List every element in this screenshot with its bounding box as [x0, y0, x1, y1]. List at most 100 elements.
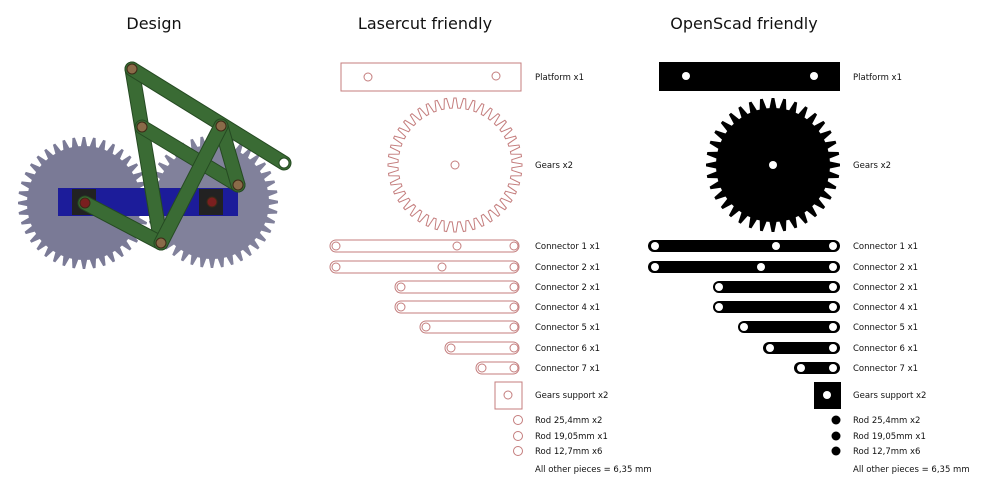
lasercut-connector-6: [444, 341, 520, 355]
hole: [715, 283, 723, 291]
hole: [772, 242, 780, 250]
openscad-label-platform: Platform x1: [853, 73, 902, 83]
openscad-connector-6: [763, 342, 840, 354]
hole: [810, 72, 818, 80]
hole: [829, 323, 837, 331]
openscad-footnote: All other pieces = 6,35 mm: [853, 465, 970, 475]
lasercut-label-connector-1: Connector 1 x1: [535, 242, 600, 252]
hole: [829, 283, 837, 291]
hole: [829, 263, 837, 271]
lasercut-connector-5: [419, 320, 520, 334]
openscad-rod-12: [831, 446, 841, 456]
openscad-label-rod-25: Rod 25,4mm x2: [853, 416, 920, 426]
hole: [331, 262, 341, 272]
hole: [491, 71, 501, 81]
hole: [769, 161, 777, 169]
pivot: [232, 179, 244, 191]
hole: [452, 241, 462, 251]
lasercut-label-connector-2b: Connector 2 x1: [535, 283, 600, 293]
openscad-label-connector-4: Connector 4 x1: [853, 303, 918, 313]
lasercut-label-gears: Gears x2: [535, 161, 573, 171]
hole: [829, 303, 837, 311]
lasercut-rod-25: [513, 415, 523, 425]
hole: [766, 344, 774, 352]
design-pivots: [79, 63, 290, 249]
lasercut-connector-2b: [394, 280, 520, 294]
hole: [363, 72, 373, 82]
pivot: [155, 237, 167, 249]
lasercut-rod-19: [513, 431, 523, 441]
lasercut-label-gears-support: Gears support x2: [535, 391, 608, 401]
openscad-rod-19: [831, 431, 841, 441]
lasercut-parts: [329, 62, 523, 456]
lasercut-gear: [387, 97, 523, 233]
lasercut-label-connector-6: Connector 6 x1: [535, 344, 600, 354]
lasercut-connector-1: [329, 239, 520, 253]
openscad-connector-2b: [713, 281, 840, 293]
openscad-connector-5: [738, 321, 840, 333]
lasercut-title: Lasercut friendly: [358, 14, 492, 33]
hole: [651, 242, 659, 250]
hole: [797, 364, 805, 372]
openscad-label-gears-support: Gears support x2: [853, 391, 926, 401]
lasercut-label-rod-19: Rod 19,05mm x1: [535, 432, 608, 442]
lasercut-gears-support: [494, 381, 523, 410]
lasercut-footnote: All other pieces = 6,35 mm: [535, 465, 652, 475]
openscad-title: OpenScad friendly: [670, 14, 817, 33]
hole: [682, 72, 690, 80]
hole: [450, 160, 460, 170]
lasercut-label-rod-12: Rod 12,7mm x6: [535, 447, 602, 457]
hole: [509, 302, 519, 312]
openscad-connector-1: [648, 240, 840, 252]
openscad-label-connector-2: Connector 2 x1: [853, 263, 918, 273]
openscad-label-rod-12: Rod 12,7mm x6: [853, 447, 920, 457]
hole: [421, 322, 431, 332]
openscad-parts: [648, 62, 841, 456]
hole: [509, 363, 519, 373]
openscad-label-gears: Gears x2: [853, 161, 891, 171]
hole: [437, 262, 447, 272]
hole: [396, 282, 406, 292]
pivot-axle: [79, 197, 91, 209]
hole: [446, 343, 456, 353]
openscad-connector-4: [713, 301, 840, 313]
lasercut-label-platform: Platform x1: [535, 73, 584, 83]
openscad-label-rod-19: Rod 19,05mm x1: [853, 432, 926, 442]
pivot-axle: [206, 196, 218, 208]
lasercut-connector-4: [394, 300, 520, 314]
lasercut-platform: [340, 62, 522, 92]
lasercut-connector-7: [475, 361, 520, 375]
openscad-connector-7: [794, 362, 840, 374]
design-title: Design: [126, 14, 181, 33]
lasercut-connector-2: [329, 260, 520, 274]
hole: [757, 263, 765, 271]
hole: [509, 241, 519, 251]
openscad-rod-25: [831, 415, 841, 425]
hole: [829, 242, 837, 250]
hole: [509, 262, 519, 272]
hole: [829, 344, 837, 352]
hole: [509, 343, 519, 353]
hole: [823, 391, 831, 399]
openscad-label-connector-5: Connector 5 x1: [853, 323, 918, 333]
hole: [509, 282, 519, 292]
lasercut-connectors: [329, 239, 520, 375]
openscad-label-connector-7: Connector 7 x1: [853, 364, 918, 374]
lasercut-label-connector-4: Connector 4 x1: [535, 303, 600, 313]
hole: [477, 363, 487, 373]
lasercut-labels: Platform x1 Gears x2 Connector 1 x1 Conn…: [535, 73, 652, 475]
design-link-b: [124, 61, 292, 171]
lasercut-rod-12: [513, 446, 523, 456]
openscad-label-connector-6: Connector 6 x1: [853, 344, 918, 354]
pivot: [126, 63, 138, 75]
openscad-label-connector-2b: Connector 2 x1: [853, 283, 918, 293]
hole: [740, 323, 748, 331]
hole: [331, 241, 341, 251]
openscad-connectors: [648, 240, 840, 374]
lasercut-label-connector-5: Connector 5 x1: [535, 323, 600, 333]
lasercut-label-rod-25: Rod 25,4mm x2: [535, 416, 602, 426]
hole: [503, 390, 513, 400]
pivot-end: [278, 157, 290, 169]
design-link-f: [153, 118, 229, 251]
